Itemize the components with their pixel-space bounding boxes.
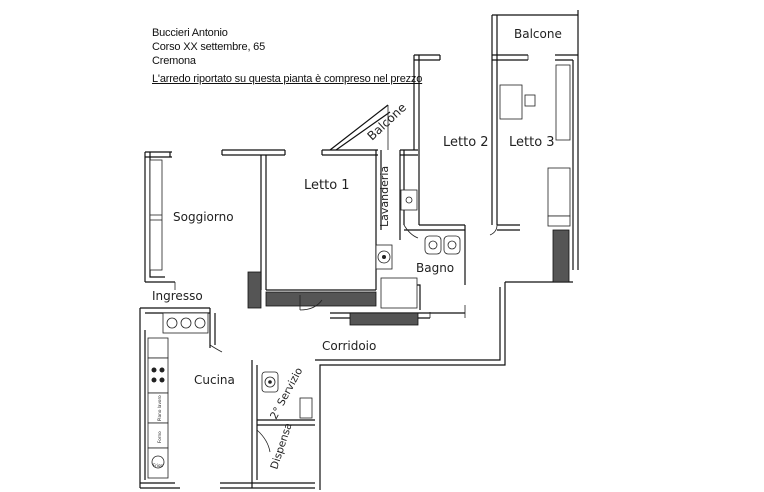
letto2-label: Letto 2 — [443, 135, 489, 150]
balcone-diag-label: Balcone — [364, 100, 409, 143]
ingresso-label: Ingresso — [152, 289, 203, 303]
piano-lavoro-label: Piano lavoro — [157, 395, 162, 421]
structural-pillars — [247, 229, 570, 326]
furniture-note: L'arredo riportato su questa pianta è co… — [152, 73, 423, 85]
bagno-label: Bagno — [416, 261, 454, 275]
street-address: Corso XX settembre, 65 — [152, 41, 265, 53]
forno-label: Forno — [157, 431, 162, 443]
balcone-top-label: Balcone — [514, 27, 562, 41]
doors — [174, 55, 529, 453]
letto1-label: Letto 1 — [304, 178, 350, 193]
walls — [139, 10, 579, 490]
letto3-label: Letto 3 — [509, 135, 555, 150]
cucina-label: Cucina — [194, 373, 235, 387]
soggiorno-label: Soggiorno — [173, 210, 234, 224]
lavanderia-label: Lavanderia — [378, 166, 391, 227]
furniture — [147, 64, 571, 479]
owner-name: Buccieri Antonio — [152, 27, 228, 39]
frigo-label: Frigo — [153, 463, 164, 468]
dispensa-label: Dispensa — [268, 421, 294, 471]
corridoio-label: Corridoio — [322, 339, 376, 353]
city: Cremona — [152, 55, 196, 67]
